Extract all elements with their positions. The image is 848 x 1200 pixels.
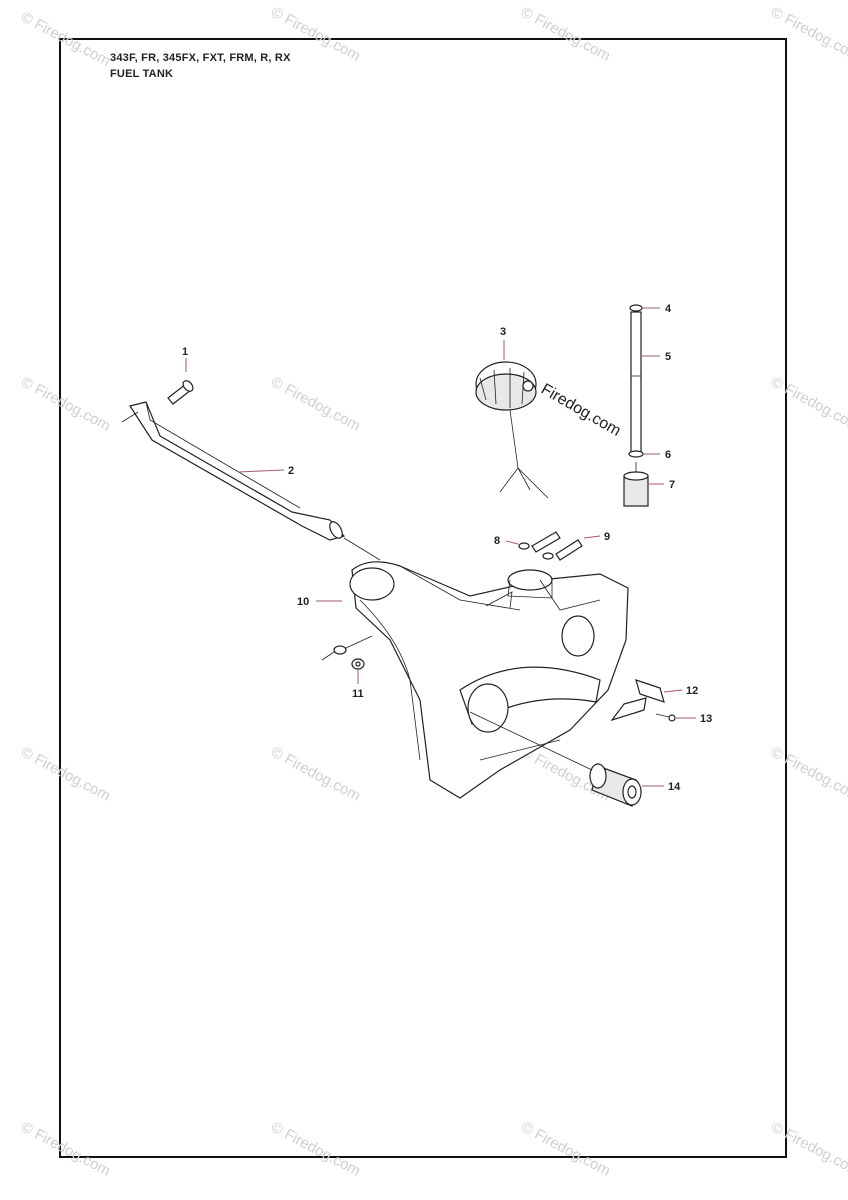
- callout-11: 11: [352, 688, 364, 700]
- leader-2: [237, 469, 285, 473]
- part-5-fuel-hose: [630, 311, 660, 453]
- callout-4: 4: [665, 303, 672, 315]
- watermark: © Firedog.com: [768, 744, 848, 805]
- watermark: © Firedog.com: [18, 374, 113, 435]
- watermark: © Firedog.com: [18, 1119, 113, 1180]
- section-title: FUEL TANK: [110, 68, 174, 80]
- part-14-damper: [469, 711, 664, 807]
- part-4-o-ring: [629, 304, 660, 312]
- watermark: © Firedog.com: [268, 374, 363, 435]
- watermark: © Firedog.com: [518, 1119, 613, 1180]
- callout-12: 12: [686, 685, 698, 697]
- watermark: © Firedog.com: [768, 1119, 848, 1180]
- watermark: © Firedog.com: [268, 1119, 363, 1180]
- watermark: © Firedog.com: [18, 744, 113, 805]
- callout-14: 14: [668, 781, 681, 793]
- watermark: © Firedog.com: [768, 4, 848, 65]
- watermark: © Firedog.com: [768, 374, 848, 435]
- watermark: © Firedog.com: [268, 744, 363, 805]
- part-11-nut: [321, 635, 373, 684]
- part-6-o-ring: [628, 450, 660, 458]
- model-title: 343F, FR, 345FX, FXT, FRM, R, RX: [110, 52, 291, 64]
- callout-6: 6: [665, 449, 671, 461]
- watermark: © Firedog.com: [518, 4, 613, 65]
- part-3-fuel-cap: [475, 361, 549, 499]
- part-7-fuel-filter: [623, 462, 664, 507]
- callout-8: 8: [494, 535, 500, 547]
- callout-3: 3: [500, 326, 506, 338]
- watermark: © Firedog.com: [18, 9, 113, 70]
- part-8-screw: [505, 531, 561, 553]
- part-10-fuel-tank: [349, 561, 629, 799]
- drawing-frame: [59, 38, 787, 1158]
- part-2-bracket: [121, 401, 381, 561]
- part-12-clip: [610, 679, 683, 722]
- callout-5: 5: [665, 351, 671, 363]
- callout-10: 10: [297, 596, 309, 608]
- callout-1: 1: [182, 346, 188, 358]
- callout-13: 13: [700, 713, 712, 725]
- overlay-watermark: Firedog.com: [538, 381, 624, 440]
- part-9-screw: [542, 535, 601, 561]
- callout-9: 9: [604, 531, 610, 543]
- callout-7: 7: [669, 479, 675, 491]
- part-13-screw: [655, 713, 696, 722]
- part-1-screw: [167, 380, 194, 405]
- watermark: © Firedog.com: [268, 4, 363, 65]
- callout-2: 2: [288, 465, 294, 477]
